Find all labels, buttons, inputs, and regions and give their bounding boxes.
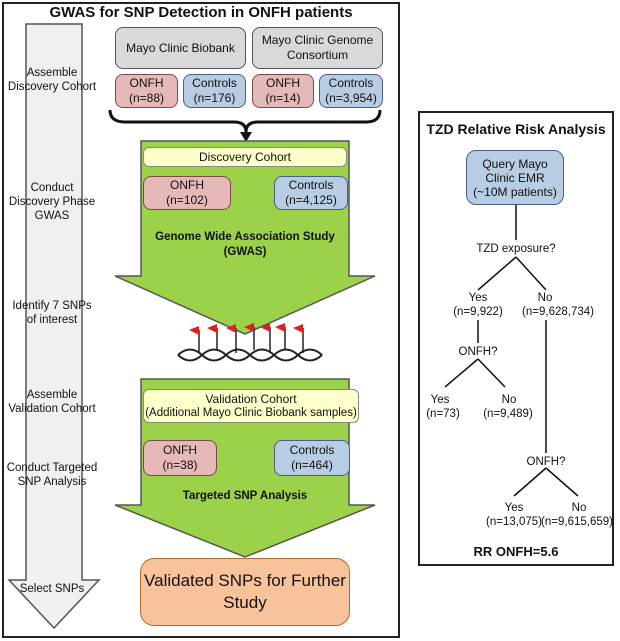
validation-controls-box: Controls (n=464) [274, 440, 350, 476]
genome-consortium-box: Mayo Clinic Genome Consortium [252, 27, 383, 69]
validated-snps-line1: Validated SNPs for Further [144, 571, 346, 590]
brace-arrowhead [240, 132, 252, 142]
tzd-exposure-question: TZD exposure? [476, 243, 556, 255]
stage-identify-snps: Identify 7 SNPs of interest [12, 300, 92, 326]
validation-controls-label: Controls [289, 443, 335, 457]
consortium-controls-label: Controls [328, 76, 374, 90]
biobank-controls-n: (n=176) [193, 91, 236, 105]
biobank-onfh-box: ONFH (n=88) [115, 74, 178, 108]
gwas-study-line1: Genome Wide Association Study [155, 231, 335, 243]
discovery-onfh-n: (n=102) [166, 193, 208, 207]
biobank-onfh-label: ONFH [129, 76, 164, 90]
validated-snps-line2: Study [223, 593, 267, 612]
biobank-onfh-n: (n=88) [128, 91, 165, 105]
tzd-panel-title: TZD Relative Risk Analysis [426, 121, 606, 137]
discovery-controls-n: (n=4,125) [285, 193, 337, 207]
validation-onfh-label: ONFH [163, 443, 197, 457]
discovery-controls-box: Controls (n=4,125) [274, 176, 348, 210]
dna-strand-icon [177, 323, 323, 362]
discovery-onfh-label: ONFH [170, 178, 204, 192]
stage-assemble-discovery: Assemble Discovery Cohort [7, 67, 97, 93]
branch2-no-n: (n=9,615,659) [541, 516, 613, 528]
consortium-onfh-box: ONFH (n=14) [252, 74, 314, 108]
biobank-controls-label: Controls [192, 76, 237, 90]
validation-cohort-label: Validation Cohort [205, 392, 297, 406]
discovery-cohort-box: Discovery Cohort [143, 147, 347, 167]
branch1-yes-label: Yes [430, 394, 450, 406]
biobank-box: Mayo Clinic Biobank [115, 27, 246, 69]
discovery-onfh-box: ONFH (n=102) [143, 176, 231, 210]
exposed-yes-label: Yes [468, 292, 488, 304]
stage-targeted-snp: Conduct Targeted SNP Analysis [6, 462, 98, 488]
validation-onfh-box: ONFH (n=38) [143, 440, 217, 476]
query-emr-box: Query Mayo Clinic EMR (~10M patients) [466, 150, 564, 205]
branch1-no-label: No [501, 394, 517, 406]
consortium-onfh-label: ONFH [266, 76, 300, 90]
branch1-yes-n: (n=73) [426, 408, 460, 420]
stage-select-snps: Select SNPs [19, 583, 85, 595]
query-line-2: Clinic EMR [485, 170, 545, 185]
exposed-no-n: (n=9,628,734) [522, 306, 594, 318]
branch1-no-n: (n=9,489) [483, 408, 533, 420]
branch2-yes-label: Yes [504, 502, 524, 514]
gwas-study-line2: (GWAS) [223, 246, 267, 258]
biobank-controls-box: Controls (n=176) [183, 74, 246, 108]
exposed-yes-n: (n=9,922) [453, 306, 503, 318]
exposed-no-label: No [537, 292, 553, 304]
consortium-controls-n: (n=3,954) [325, 91, 377, 105]
stage-discovery-gwas: Conduct Discovery Phase GWAS [8, 182, 96, 222]
consortium-onfh-n: (n=14) [265, 91, 301, 105]
branch2-yes-n: (n=13,075) [486, 516, 542, 528]
validation-controls-n: (n=464) [291, 458, 333, 472]
targeted-snp-analysis-label: Targeted SNP Analysis [182, 490, 308, 502]
onfh-question-2: ONFH? [526, 456, 566, 468]
stage-assemble-validation: Assemble Validation Cohort [8, 389, 96, 415]
validation-cohort-sub: (Additional Mayo Clinic Biobank samples) [145, 407, 357, 419]
validation-cohort-box: Validation Cohort (Additional Mayo Clini… [143, 389, 359, 423]
relative-risk-result: RR ONFH=5.6 [473, 544, 559, 559]
consortium-controls-box: Controls (n=3,954) [319, 74, 383, 108]
validation-onfh-n: (n=38) [162, 458, 198, 472]
discovery-controls-label: Controls [288, 178, 334, 192]
validated-snps-box: Validated SNPs for Further Study [140, 558, 350, 626]
process-arrow [7, 23, 101, 630]
onfh-question-1: ONFH? [458, 346, 498, 358]
gwas-panel-title: GWAS for SNP Detection in ONFH patients [49, 4, 353, 21]
query-line-1: Query Mayo [482, 156, 548, 171]
query-line-3: (~10M patients) [473, 184, 557, 199]
branch2-no-label: No [571, 502, 587, 514]
